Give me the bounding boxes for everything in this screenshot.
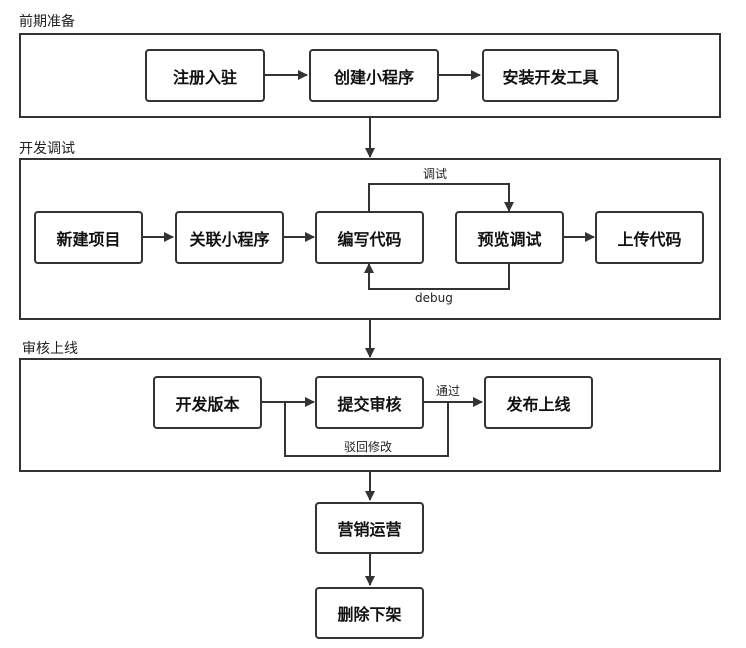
- node-install-tools: 安装开发工具: [482, 49, 619, 102]
- edge-label-debug-bottom: debug: [415, 291, 453, 305]
- node-write-code: 编写代码: [315, 211, 424, 264]
- edge-label-approved: 通过: [436, 384, 461, 398]
- edge-debug-loop-bottom: [364, 263, 510, 290]
- node-operate: 营销运营: [315, 502, 424, 554]
- node-remove: 删除下架: [315, 587, 424, 639]
- node-preview-debug: 预览调试: [455, 211, 564, 264]
- node-dev-version: 开发版本: [153, 376, 262, 429]
- stage-prepare-title: 前期准备: [19, 14, 75, 30]
- node-publish: 发布上线: [484, 376, 593, 429]
- node-create-app: 创建小程序: [309, 49, 439, 102]
- node-submit-review: 提交审核: [315, 376, 424, 429]
- node-register: 注册入驻: [145, 49, 265, 102]
- node-new-project: 新建项目: [34, 211, 143, 264]
- edge-debug-loop-top: [368, 183, 514, 212]
- edge-label-debug-top: 调试: [423, 167, 448, 181]
- edge-label-rejected: 驳回修改: [344, 440, 393, 454]
- stage-develop-title: 开发调试: [19, 141, 75, 157]
- node-link-app: 关联小程序: [175, 211, 284, 264]
- node-upload-code: 上传代码: [595, 211, 704, 264]
- stage-review-title: 审核上线: [22, 341, 78, 357]
- edge-rejected-loop: [284, 402, 449, 457]
